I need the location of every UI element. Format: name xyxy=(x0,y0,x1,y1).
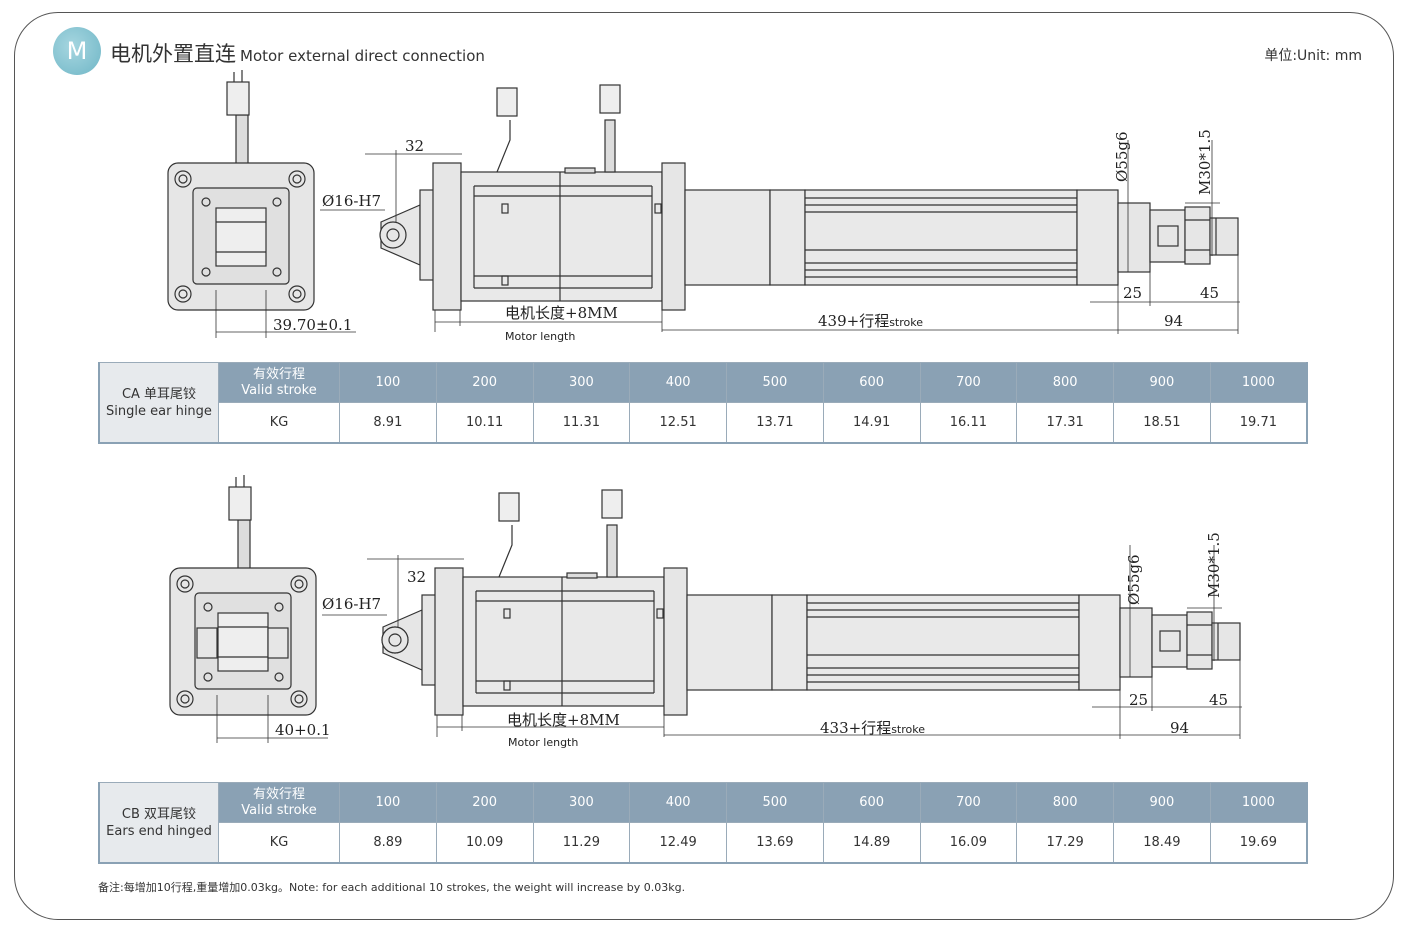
dim-end-width: 40+0.1 xyxy=(275,721,331,739)
title-en: Motor external direct connection xyxy=(240,47,485,65)
dim-32: 32 xyxy=(407,568,426,586)
stroke-value: 200 xyxy=(435,782,534,823)
stroke-value: 500 xyxy=(726,782,824,823)
weight-value: 12.49 xyxy=(629,822,727,864)
diagram-cb: 32 Ø16-H7 40+0.1 电机长度+8MM Motor length 4… xyxy=(169,474,1243,749)
weight-label: KG xyxy=(218,822,340,864)
dim-bore: Ø16-H7 xyxy=(322,192,381,210)
stroke-value: 100 xyxy=(339,782,437,823)
stroke-value: 1000 xyxy=(1209,362,1308,403)
stroke-value: 300 xyxy=(532,782,631,823)
dim-25: 25 xyxy=(1129,691,1148,709)
dim-motor-length: 电机长度+8MM xyxy=(505,304,618,322)
end-view xyxy=(169,474,317,716)
dim-bore: Ø16-H7 xyxy=(322,595,381,613)
stroke-value: 900 xyxy=(1113,362,1211,403)
weight-label: KG xyxy=(218,402,340,444)
stroke-value: 600 xyxy=(822,362,921,403)
dim-body-length: 439+行程stroke xyxy=(818,312,923,330)
end-view xyxy=(167,69,315,311)
weight-value: 13.69 xyxy=(726,822,824,864)
stroke-value: 700 xyxy=(919,362,1018,403)
dim-45: 45 xyxy=(1209,691,1228,709)
motor-length-en: Motor length xyxy=(508,736,578,749)
weight-value: 14.89 xyxy=(822,822,921,864)
weight-value: 16.09 xyxy=(919,822,1018,864)
side-view xyxy=(321,489,1243,740)
weight-value: 10.11 xyxy=(435,402,534,444)
weight-value: 11.29 xyxy=(532,822,631,864)
stroke-value: 600 xyxy=(822,782,921,823)
stroke-value: 100 xyxy=(339,362,437,403)
dim-94: 94 xyxy=(1164,312,1183,330)
stroke-value: 900 xyxy=(1113,782,1211,823)
dim-rod-diameter: Ø55g6 xyxy=(1113,131,1131,182)
weight-value: 17.29 xyxy=(1016,822,1114,864)
diagram-ca: 32 Ø16-H7 39.70±0.1 电机长度+8MM Motor lengt… xyxy=(167,69,1241,343)
weight-value: 19.71 xyxy=(1209,402,1308,444)
weight-value: 11.31 xyxy=(532,402,631,444)
stroke-value: 800 xyxy=(1016,362,1114,403)
motor-length-en: Motor length xyxy=(505,330,575,343)
dim-motor-length: 电机长度+8MM xyxy=(507,711,620,729)
weight-value: 10.09 xyxy=(435,822,534,864)
title-cn: 电机外置直连 xyxy=(110,42,236,66)
weight-value: 18.51 xyxy=(1113,402,1211,444)
side-view xyxy=(319,84,1241,335)
stroke-value: 300 xyxy=(532,362,631,403)
weight-value: 8.91 xyxy=(339,402,437,444)
stroke-value: 800 xyxy=(1016,782,1114,823)
dim-end-width: 39.70±0.1 xyxy=(273,316,352,334)
dim-body-length: 433+行程stroke xyxy=(820,719,925,737)
weight-value: 8.89 xyxy=(339,822,437,864)
weight-value: 12.51 xyxy=(629,402,727,444)
dim-25: 25 xyxy=(1123,284,1142,302)
weight-value: 13.71 xyxy=(726,402,824,444)
weight-value: 16.11 xyxy=(919,402,1018,444)
weight-value: 17.31 xyxy=(1016,402,1114,444)
unit-label: 单位:Unit: mm xyxy=(1264,48,1362,64)
dim-32: 32 xyxy=(405,137,424,155)
weight-value: 14.91 xyxy=(822,402,921,444)
stroke-value: 1000 xyxy=(1209,782,1308,823)
stroke-value: 400 xyxy=(629,782,727,823)
stroke-value: 400 xyxy=(629,362,727,403)
dim-thread: M30*1.5 xyxy=(1196,129,1214,195)
stroke-value: 700 xyxy=(919,782,1018,823)
dim-94: 94 xyxy=(1170,719,1189,737)
dim-rod-diameter: Ø55g6 xyxy=(1125,554,1143,605)
section-badge: M xyxy=(53,27,101,75)
dim-45: 45 xyxy=(1200,284,1219,302)
weight-value: 19.69 xyxy=(1209,822,1308,864)
stroke-value: 200 xyxy=(435,362,534,403)
stroke-value: 500 xyxy=(726,362,824,403)
dim-thread: M30*1.5 xyxy=(1205,532,1223,598)
weight-value: 18.49 xyxy=(1113,822,1211,864)
page-frame xyxy=(14,12,1394,920)
footnote: 备注:每增加10行程,重量增加0.03kg。Note: for each add… xyxy=(98,881,686,894)
